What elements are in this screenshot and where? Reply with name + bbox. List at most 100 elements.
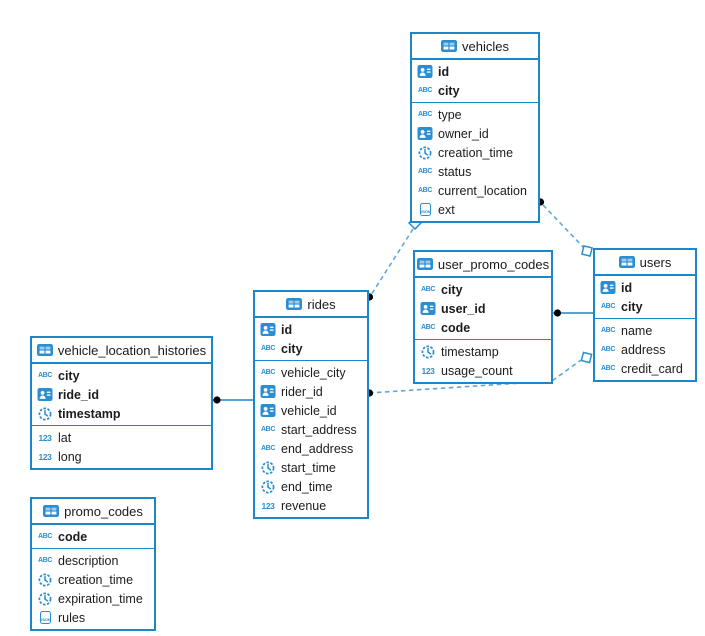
table-header[interactable]: user_promo_codes	[415, 252, 551, 278]
text-type-icon: ABC	[601, 365, 615, 372]
column-row: ABC code	[32, 527, 154, 546]
table-icon	[286, 298, 302, 310]
column-row: expiration_time	[32, 589, 154, 608]
column-name: vehicle_id	[281, 403, 337, 418]
column-name: start_time	[281, 460, 336, 475]
column-row: rider_id	[255, 382, 367, 401]
text-type-icon: ABC	[601, 327, 615, 334]
column-name: start_address	[281, 422, 357, 437]
table-title: user_promo_codes	[437, 256, 550, 272]
text-type-icon: ABC	[418, 168, 432, 175]
table-title: vehicles	[462, 38, 509, 54]
text-type-icon: ABC	[601, 346, 615, 353]
table-title: rides	[307, 296, 336, 312]
table-vehicle-location-histories[interactable]: vehicle_location_histories ABC city ride_…	[30, 336, 213, 470]
table-header[interactable]: rides	[255, 292, 367, 318]
column-name: end_time	[281, 479, 333, 494]
timestamp-type-icon	[37, 407, 53, 421]
diamond-endpoint	[580, 244, 594, 258]
column-name: description	[58, 553, 119, 568]
column-row: timestamp	[415, 342, 551, 361]
id-type-icon	[37, 388, 53, 401]
text-type-icon: ABC	[38, 557, 52, 564]
column-name: ext	[438, 202, 455, 217]
column-row: vehicle_id	[255, 401, 367, 420]
dot-endpoint	[213, 396, 221, 404]
table-header[interactable]: promo_codes	[32, 499, 154, 525]
table-title: vehicle_location_histories	[57, 342, 207, 358]
id-type-icon	[417, 127, 433, 140]
column-name: city	[621, 299, 643, 314]
column-name: user_id	[441, 301, 486, 316]
column-name: rider_id	[281, 384, 323, 399]
id-type-icon	[417, 65, 433, 78]
table-title: promo_codes	[64, 503, 143, 519]
text-type-icon: ABC	[418, 87, 432, 94]
relation-vehicles-users	[536, 198, 594, 258]
timestamp-type-icon	[420, 345, 436, 359]
text-type-icon: ABC	[421, 286, 435, 293]
column-name: long	[58, 449, 82, 464]
column-name: end_address	[281, 441, 354, 456]
column-row: owner_id	[412, 124, 538, 143]
column-row: id	[595, 278, 695, 297]
column-name: id	[281, 322, 293, 337]
timestamp-type-icon	[37, 573, 53, 587]
timestamp-type-icon	[417, 146, 433, 160]
column-row: end_time	[255, 477, 367, 496]
id-type-icon	[260, 404, 276, 417]
column-name: code	[441, 320, 471, 335]
column-name: ride_id	[58, 387, 99, 402]
id-type-icon	[260, 385, 276, 398]
text-type-icon: ABC	[261, 426, 275, 433]
column-name: current_location	[438, 183, 527, 198]
column-name: city	[58, 368, 80, 383]
column-name: timestamp	[441, 344, 499, 359]
column-name: lat	[58, 430, 72, 445]
column-name: usage_count	[441, 363, 513, 378]
column-name: vehicle_city	[281, 365, 346, 380]
text-type-icon: ABC	[418, 111, 432, 118]
table-icon	[441, 40, 457, 52]
text-type-icon: ABC	[261, 345, 275, 352]
column-name: city	[441, 282, 463, 297]
column-row: ABC city	[595, 297, 695, 316]
column-row: start_time	[255, 458, 367, 477]
table-header[interactable]: vehicles	[412, 34, 538, 60]
table-header[interactable]: vehicle_location_histories	[32, 338, 211, 364]
id-type-icon	[420, 302, 436, 315]
column-row: id	[255, 320, 367, 339]
column-name: code	[58, 529, 88, 544]
column-row: timestamp	[32, 404, 211, 423]
text-type-icon: ABC	[38, 533, 52, 540]
column-name: rules	[58, 610, 86, 625]
column-row: ABC city	[415, 280, 551, 299]
text-type-icon: ABC	[418, 187, 432, 194]
table-icon	[37, 344, 53, 356]
table-header[interactable]: users	[595, 250, 695, 276]
text-type-icon: ABC	[261, 369, 275, 376]
table-icon	[417, 258, 433, 270]
column-name: id	[438, 64, 450, 79]
column-name: creation_time	[438, 145, 514, 160]
column-name: timestamp	[58, 406, 121, 421]
text-type-icon: ABC	[38, 372, 52, 379]
column-row: ABC description	[32, 551, 154, 570]
text-type-icon: ABC	[601, 303, 615, 310]
